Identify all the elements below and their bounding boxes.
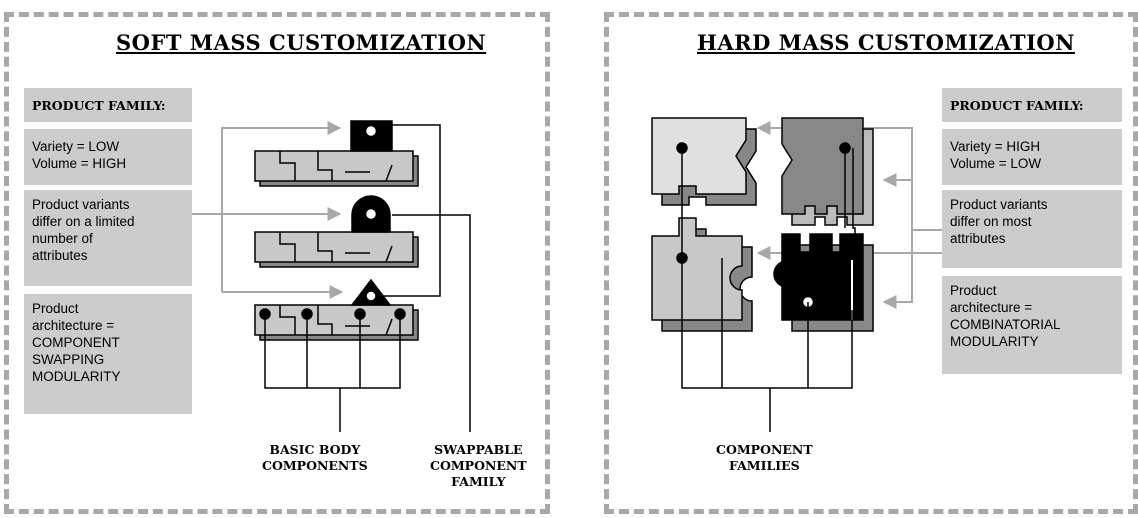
- basic-body-label-line: BASIC BODY: [262, 442, 368, 458]
- puzzle-piece-top-left: [652, 118, 756, 205]
- hard-arrow-bottom: [884, 230, 912, 302]
- swappable-label-line: FAMILY: [430, 474, 527, 490]
- swappable-label-line: COMPONENT: [430, 458, 527, 474]
- puzzle-piece-bottom-left: [652, 218, 752, 331]
- puzzle-piece-bottom-right: [774, 234, 873, 331]
- component-families-label: COMPONENT FAMILIES: [716, 442, 813, 474]
- puzzle-piece-top-right: [782, 118, 873, 225]
- swappable-family-label: SWAPPABLE COMPONENT FAMILY: [430, 442, 527, 490]
- soft-product-bottom: [255, 280, 418, 340]
- component-families-label-line: FAMILIES: [716, 458, 813, 474]
- soft-product-middle: [255, 196, 418, 267]
- swappable-label-line: SWAPPABLE: [430, 442, 527, 458]
- basic-body-label: BASIC BODY COMPONENTS: [262, 442, 368, 474]
- component-families-label-line: COMPONENT: [716, 442, 813, 458]
- basic-body-label-line: COMPONENTS: [262, 458, 368, 474]
- soft-product-top: [255, 121, 418, 186]
